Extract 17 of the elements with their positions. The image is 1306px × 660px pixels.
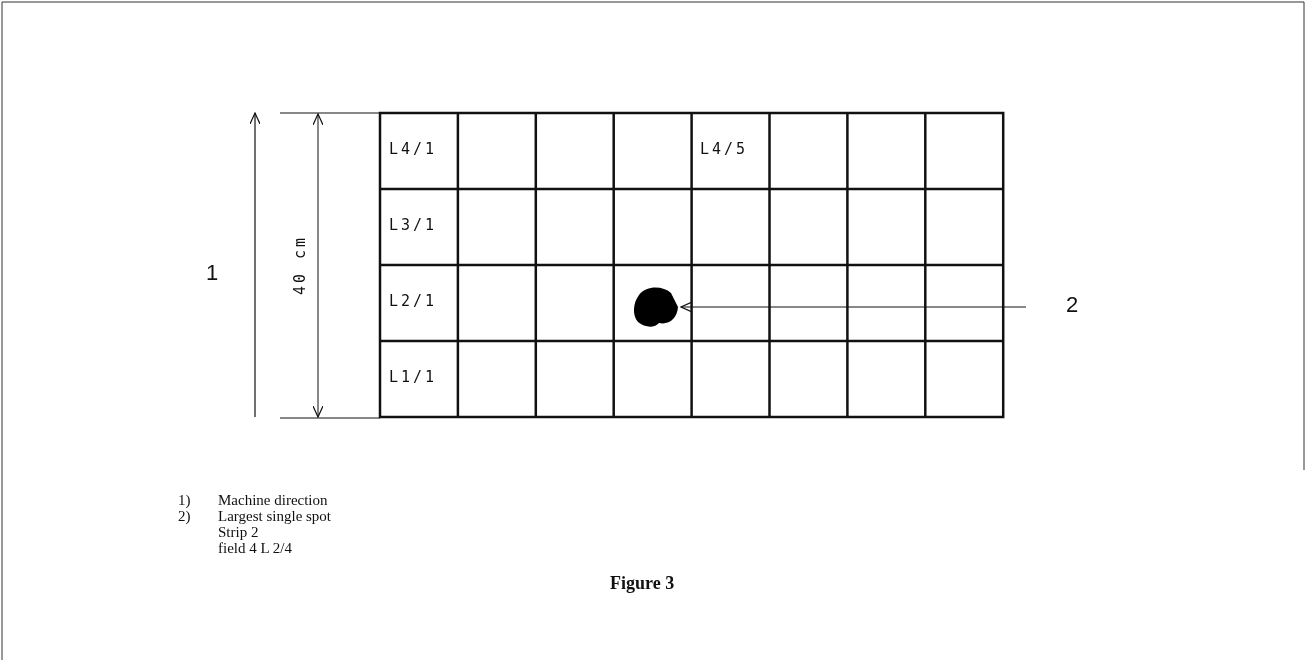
note-number: 2): [178, 508, 191, 524]
callout-number: 1: [206, 260, 219, 286]
note-text: Strip 2: [218, 524, 259, 540]
dimension-label: 40 cm: [291, 234, 310, 296]
field-label: L1/1: [389, 368, 438, 386]
field-label: L4/5: [700, 140, 749, 158]
field-label: L2/1: [389, 292, 438, 310]
figure-caption: Figure 3: [610, 573, 675, 594]
note-text: Largest single spot: [218, 508, 332, 524]
callout-number: 2: [1066, 292, 1079, 318]
note-text: field 4 L 2/4: [218, 540, 292, 556]
note-text: Machine direction: [218, 492, 328, 508]
field-label: L4/1: [389, 140, 438, 158]
field-label: L3/1: [389, 216, 438, 234]
spot-mark: [634, 287, 678, 327]
note-number: 1): [178, 492, 191, 508]
leader-line: [680, 301, 1027, 313]
